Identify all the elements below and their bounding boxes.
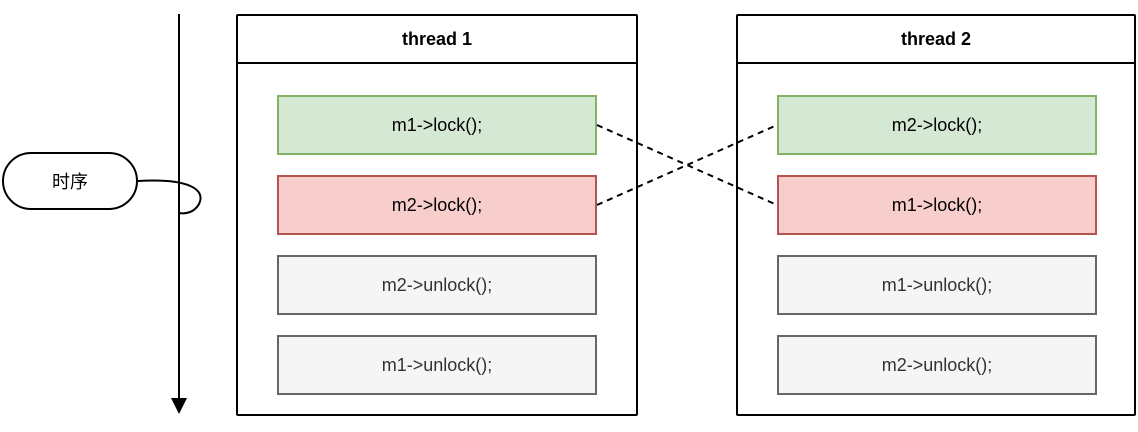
timeline-label: 时序 <box>2 152 138 210</box>
thread-1-op: m2->lock(); <box>277 175 597 235</box>
thread-2-op: m2->lock(); <box>777 95 1097 155</box>
thread-2-op: m1->unlock(); <box>777 255 1097 315</box>
thread-1-title: thread 1 <box>238 16 636 64</box>
thread-1-op: m1->lock(); <box>277 95 597 155</box>
thread-1-op: m2->unlock(); <box>277 255 597 315</box>
time-axis-arrowhead <box>171 398 187 414</box>
thread-1-op: m1->unlock(); <box>277 335 597 395</box>
thread-2-title: thread 2 <box>738 16 1134 64</box>
thread-2-op: m2->unlock(); <box>777 335 1097 395</box>
timeline-connector <box>137 179 202 215</box>
thread-2-op: m1->lock(); <box>777 175 1097 235</box>
